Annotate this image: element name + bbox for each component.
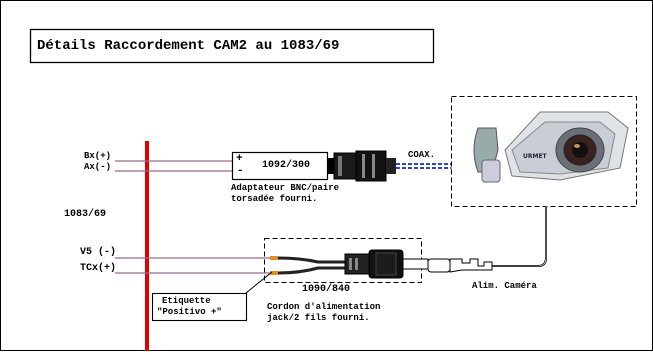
adapter-caption-line2: torsadée fourni. (231, 194, 318, 204)
adapter-minus-label: - (237, 165, 244, 177)
tag-pointer (245, 271, 273, 294)
page-title: Détails Raccordement CAM2 au 1083/69 (37, 38, 340, 54)
terminal-ax-label: Ax(-) (84, 162, 112, 172)
adapter-caption-line1: Adaptateur BNC/paire (231, 183, 340, 193)
adapter-box (231, 151, 329, 181)
coax-label: COAX. (408, 150, 436, 160)
power-cord-caption-line1: Cordon d'alimentation (267, 302, 381, 312)
camera-brand-text: URMET (523, 153, 548, 160)
bnc-connector-icon (328, 150, 396, 182)
terminal-v5-label: V5 (-) (80, 247, 117, 258)
power-cord-caption-line2: jack/2 fils fourni. (267, 313, 370, 323)
camera-power-cable-outer (492, 206, 547, 267)
board-label: 1083/69 (64, 209, 107, 220)
tag-box (151, 292, 248, 322)
camera-power-label: Alim. Caméra (472, 281, 537, 291)
adapter-code: 1092/300 (262, 160, 311, 171)
tag-line1: Etiquette (162, 296, 211, 306)
adapter-plus-label: + (236, 153, 243, 165)
tag-line2: "Positivo +" (157, 307, 222, 317)
wire-tips-icon (270, 256, 278, 275)
terminal-tcx-label: TCx(+) (80, 263, 117, 274)
terminal-bx-label: Bx(+) (84, 151, 112, 161)
power-jack-icon (344, 249, 429, 279)
title-box (29, 28, 435, 64)
power-cord-code: 1090/840 (302, 284, 351, 295)
terminal-board-bar (145, 141, 149, 351)
camera-icon: URMET (473, 111, 629, 183)
camera-power-cable-inner (492, 206, 547, 267)
camera-jack-icon (427, 258, 493, 273)
cord-wire-top (277, 256, 345, 264)
cord-wire-bottom (277, 266, 345, 275)
